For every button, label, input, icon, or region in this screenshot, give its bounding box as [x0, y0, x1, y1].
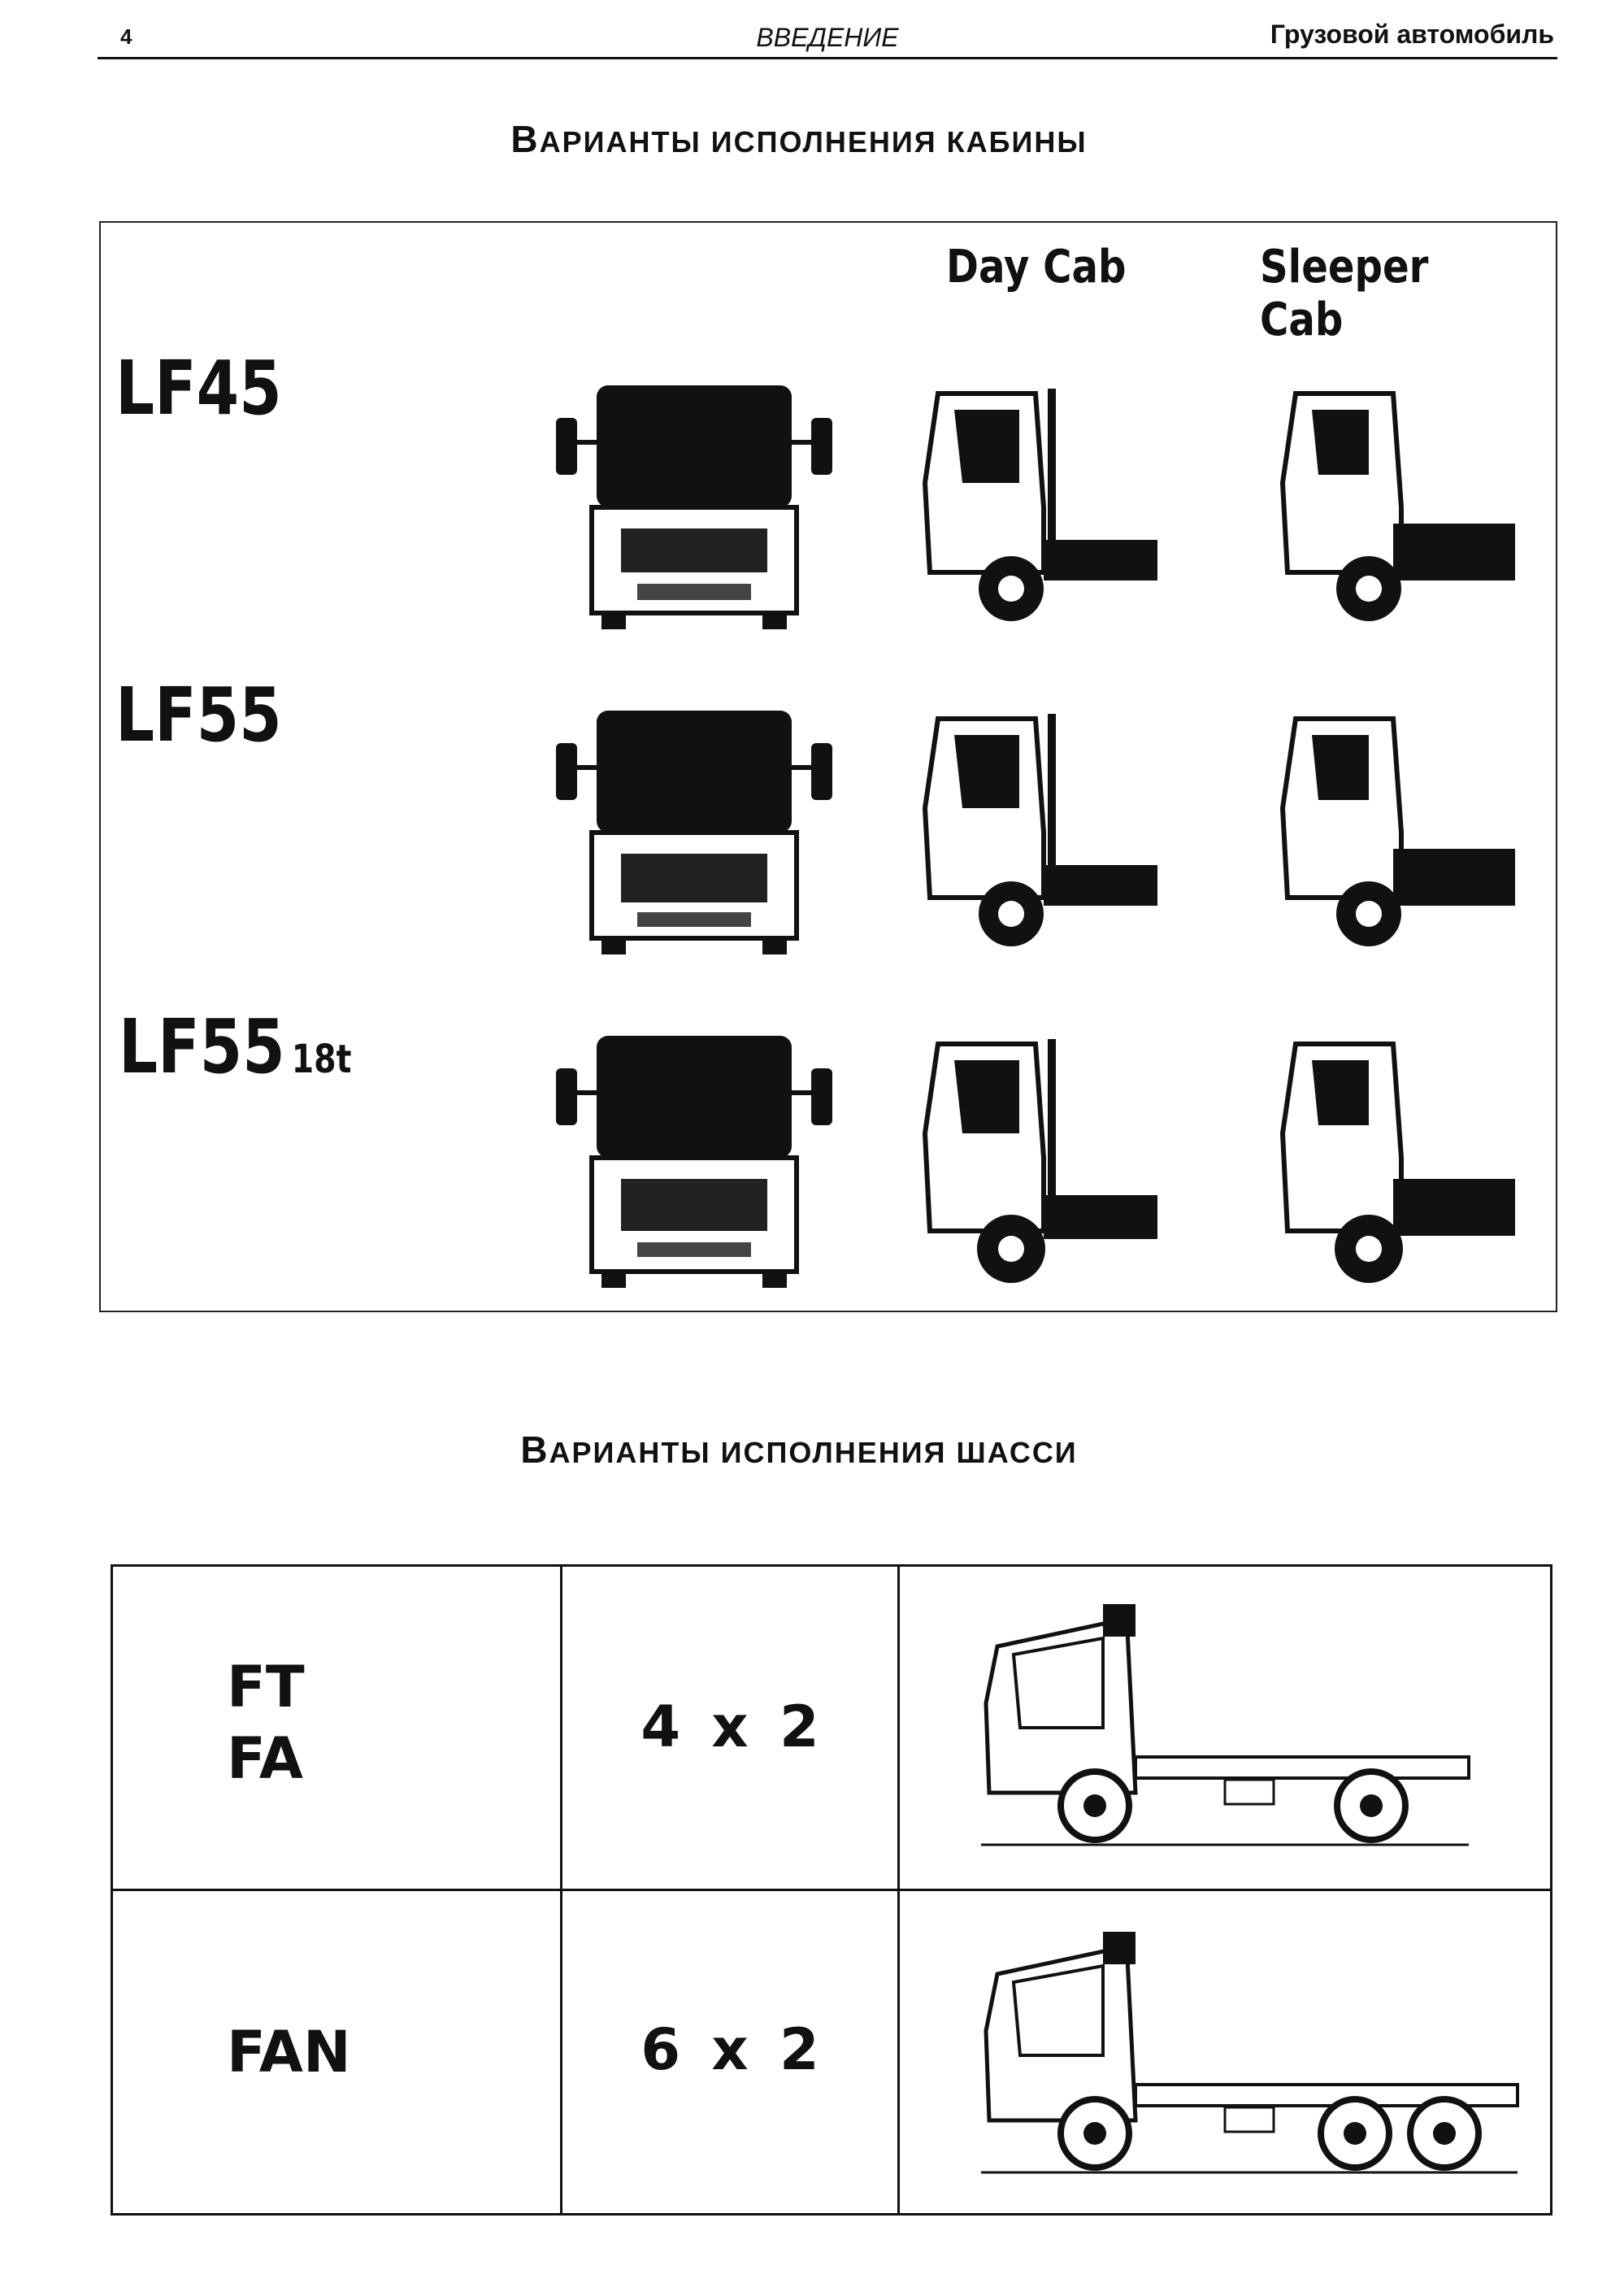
truck-front-lf45-image — [556, 385, 832, 629]
truck-side-sleeper-cab-lf55-image — [1279, 716, 1515, 946]
truck-side-day-cab-lf55-18t-image — [922, 1039, 1157, 1283]
chassis-row-6x2: FAN 6 x 2 — [111, 1889, 1552, 2216]
book-title: Грузовой автомобиль — [1270, 20, 1554, 49]
chassis-code-cell: FAN — [111, 1889, 562, 2216]
truck-side-sleeper-cab-lf45-image — [1279, 391, 1515, 621]
chassis-variants-table: FT FA 4 x 2 FAN — [111, 1564, 1552, 2216]
chassis-6x2-drawing — [981, 1932, 1519, 2174]
chassis-4x2-drawing — [981, 1604, 1470, 1846]
model-label-lf55: LF55 — [115, 672, 282, 759]
chassis-section-heading: ВАРИАНТЫ ИСПОЛНЕНИЯ ШАССИ — [520, 1428, 1078, 1471]
section-title: ВВЕДЕНИЕ — [756, 23, 899, 52]
chassis-drawing-cell — [897, 1889, 1552, 2216]
column-header-day-cab: Day Cab — [946, 241, 1127, 294]
chassis-code: FA — [227, 1725, 303, 1792]
axle-config-cell: 6 x 2 — [560, 1889, 900, 2216]
cab-section-heading: ВАРИАНТЫ ИСПОЛНЕНИЯ КАБИНЫ — [510, 118, 1088, 160]
truck-side-sleeper-cab-lf55-18t-image — [1279, 1041, 1515, 1283]
chassis-code-cell: FT FA — [111, 1564, 562, 1891]
chassis-code: FT — [227, 1654, 305, 1720]
chassis-code: FAN — [227, 2019, 351, 2085]
column-header-sleeper-cab: Sleeper Cab — [1260, 241, 1429, 346]
model-label-lf45: LF45 — [115, 345, 282, 432]
chassis-drawing-cell — [897, 1564, 1552, 1891]
truck-side-day-cab-lf55-image — [922, 714, 1157, 946]
page-number: 4 — [120, 24, 132, 49]
truck-front-lf55-image — [556, 711, 832, 954]
axle-config: 4 x 2 — [641, 1694, 819, 1760]
axle-config: 6 x 2 — [641, 2016, 819, 2083]
truck-front-lf55-18t-image — [556, 1036, 832, 1288]
truck-side-day-cab-lf45-image — [922, 389, 1157, 621]
page-header: 4 ВВЕДЕНИЕ Грузовой автомобиль — [98, 11, 1557, 59]
axle-config-cell: 4 x 2 — [560, 1564, 900, 1891]
chassis-row-4x2: FT FA 4 x 2 — [111, 1564, 1552, 1891]
